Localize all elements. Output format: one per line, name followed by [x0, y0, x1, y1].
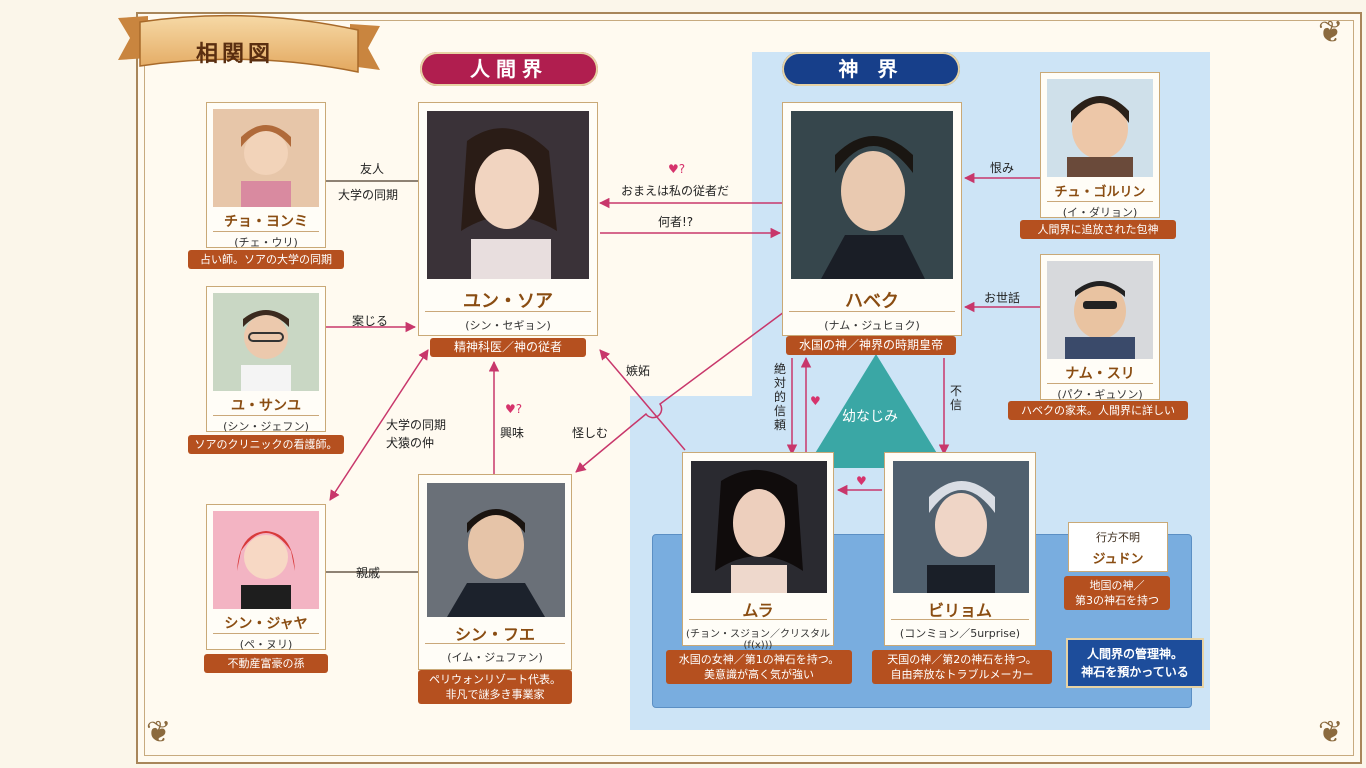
- character-card-judon: 行方不明 ジュドン: [1068, 522, 1168, 572]
- relation-label: 親戚: [356, 566, 381, 580]
- character-description: ペリウォンリゾート代表。非凡で謎多き事業家: [418, 670, 572, 704]
- character-name: ジュドン: [1092, 552, 1144, 567]
- character-card-jaya: シン・ジャヤ (ペ・ヌリ): [206, 504, 326, 651]
- page-title: 相関図: [196, 41, 275, 67]
- relation-label: 大学の同期: [386, 418, 447, 432]
- relation-heart: ♥?: [505, 402, 523, 416]
- character-card-soa: ユン・ソア (シン・セギョン): [418, 102, 598, 336]
- inner-frame: [144, 20, 1354, 756]
- relation-label: 嫉妬: [626, 364, 651, 378]
- status-text: 行方不明: [1096, 531, 1140, 544]
- character-card-suri: ナム・スリ (パク・ギュソン): [1040, 254, 1160, 401]
- character-card-yonmi: チョ・ヨンミ (チェ・ウリ): [206, 102, 326, 249]
- relation-label-vertical: 絶対的信頼: [774, 362, 787, 432]
- corner-ornament-icon: ❦: [1318, 15, 1344, 50]
- portrait: [1047, 261, 1153, 359]
- relation-label: 恨み: [990, 161, 1015, 175]
- portrait: [791, 111, 953, 279]
- relation-label: 犬猿の仲: [386, 436, 435, 450]
- actor-name: (イム・ジュファン): [447, 651, 543, 664]
- character-name: シン・フエ: [454, 625, 535, 644]
- actor-name: (ペ・ヌリ): [239, 638, 293, 651]
- character-description: 水国の女神／第1の神石を持つ。美意識が高く気が強い: [666, 650, 852, 684]
- heart-icon: ♥: [856, 474, 867, 488]
- relation-label: おまえは私の従者だ: [621, 184, 730, 198]
- portrait: [213, 293, 319, 391]
- actor-name: (シン・ジェフン): [223, 420, 309, 433]
- character-card-golin: チュ・ゴルリン (イ・ダリョン): [1040, 72, 1160, 219]
- character-description: 地国の神／第3の神石を持つ: [1064, 576, 1170, 610]
- character-name: チョ・ヨンミ: [224, 214, 308, 230]
- relation-label: 興味: [500, 426, 525, 440]
- portrait: [427, 111, 589, 279]
- character-name: ユ・サンユ: [231, 398, 301, 414]
- character-card-hue: シン・フエ (イム・ジュファン): [418, 474, 572, 670]
- actor-name: (チョン・スジョン／クリスタル(f(x))): [686, 629, 830, 651]
- title-banner: [118, 14, 380, 73]
- relation-label: お世話: [984, 291, 1021, 305]
- character-name: チュ・ゴルリン: [1054, 185, 1146, 200]
- portrait: [691, 461, 827, 593]
- relation-label: 案じる: [352, 314, 389, 328]
- portrait: [1047, 79, 1153, 177]
- character-name: ビリョム: [927, 601, 992, 620]
- character-description: 天国の神／第2の神石を持つ。自由奔放なトラブルメーカー: [872, 650, 1052, 684]
- legend-note: 人間界の管理神。神石を預かっている: [1066, 638, 1204, 688]
- character-card-mura: ムラ (チョン・スジョン／クリスタル(f(x))): [682, 452, 834, 651]
- character-description: 占い師。ソアの大学の同期: [188, 250, 344, 269]
- triangle-label: 幼なじみ: [842, 409, 898, 425]
- character-name: ムラ: [742, 601, 774, 620]
- character-description: ハベクの家来。人間界に詳しい: [1008, 401, 1188, 420]
- character-description: 人間界に追放された包神: [1020, 220, 1176, 239]
- character-card-sanyu: ユ・サンユ (シン・ジェフン): [206, 286, 326, 433]
- actor-name: (シン・セギョン): [465, 319, 551, 332]
- relation-label: 友人: [360, 162, 385, 176]
- portrait: [213, 511, 319, 609]
- relation-label: 怪しむ: [572, 426, 609, 440]
- portrait: [213, 109, 319, 207]
- relation-label: 何者!?: [658, 215, 694, 229]
- corner-ornament-icon: ❦: [146, 715, 172, 750]
- character-name: シン・ジャヤ: [224, 616, 308, 632]
- portrait: [427, 483, 565, 617]
- character-card-biryum: ビリョム (コンミョン／5urprise): [884, 452, 1036, 646]
- character-name: ハベク: [845, 291, 899, 312]
- actor-name: (ナム・ジュヒョク): [824, 319, 920, 332]
- actor-name: (コンミョン／5urprise): [899, 627, 1021, 640]
- actor-name: (イ・ダリョン): [1062, 206, 1138, 219]
- heart-icon: ♥: [810, 394, 821, 408]
- character-description: 水国の神／神界の時期皇帝: [786, 336, 956, 355]
- character-description: 精神科医／神の従者: [430, 338, 586, 357]
- actor-name: (パク・ギュソン): [1057, 388, 1143, 401]
- corner-ornament-icon: ❦: [1318, 715, 1344, 750]
- character-description: 不動産富豪の孫: [204, 654, 328, 673]
- actor-name: (チェ・ウリ): [234, 236, 298, 249]
- relation-heart: ♥?: [668, 162, 686, 176]
- portrait: [893, 461, 1029, 593]
- human-realm-label: 人間界: [420, 52, 598, 86]
- character-name: ユン・ソア: [463, 291, 553, 312]
- relation-label-vertical: 不信: [950, 384, 963, 412]
- character-card-habaek: ハベク (ナム・ジュヒョク): [782, 102, 962, 336]
- relation-label: 大学の同期: [338, 188, 399, 202]
- god-realm-label: 神 界: [782, 52, 960, 86]
- character-description: ソアのクリニックの看護師。: [188, 435, 344, 454]
- character-name: ナム・スリ: [1065, 366, 1135, 382]
